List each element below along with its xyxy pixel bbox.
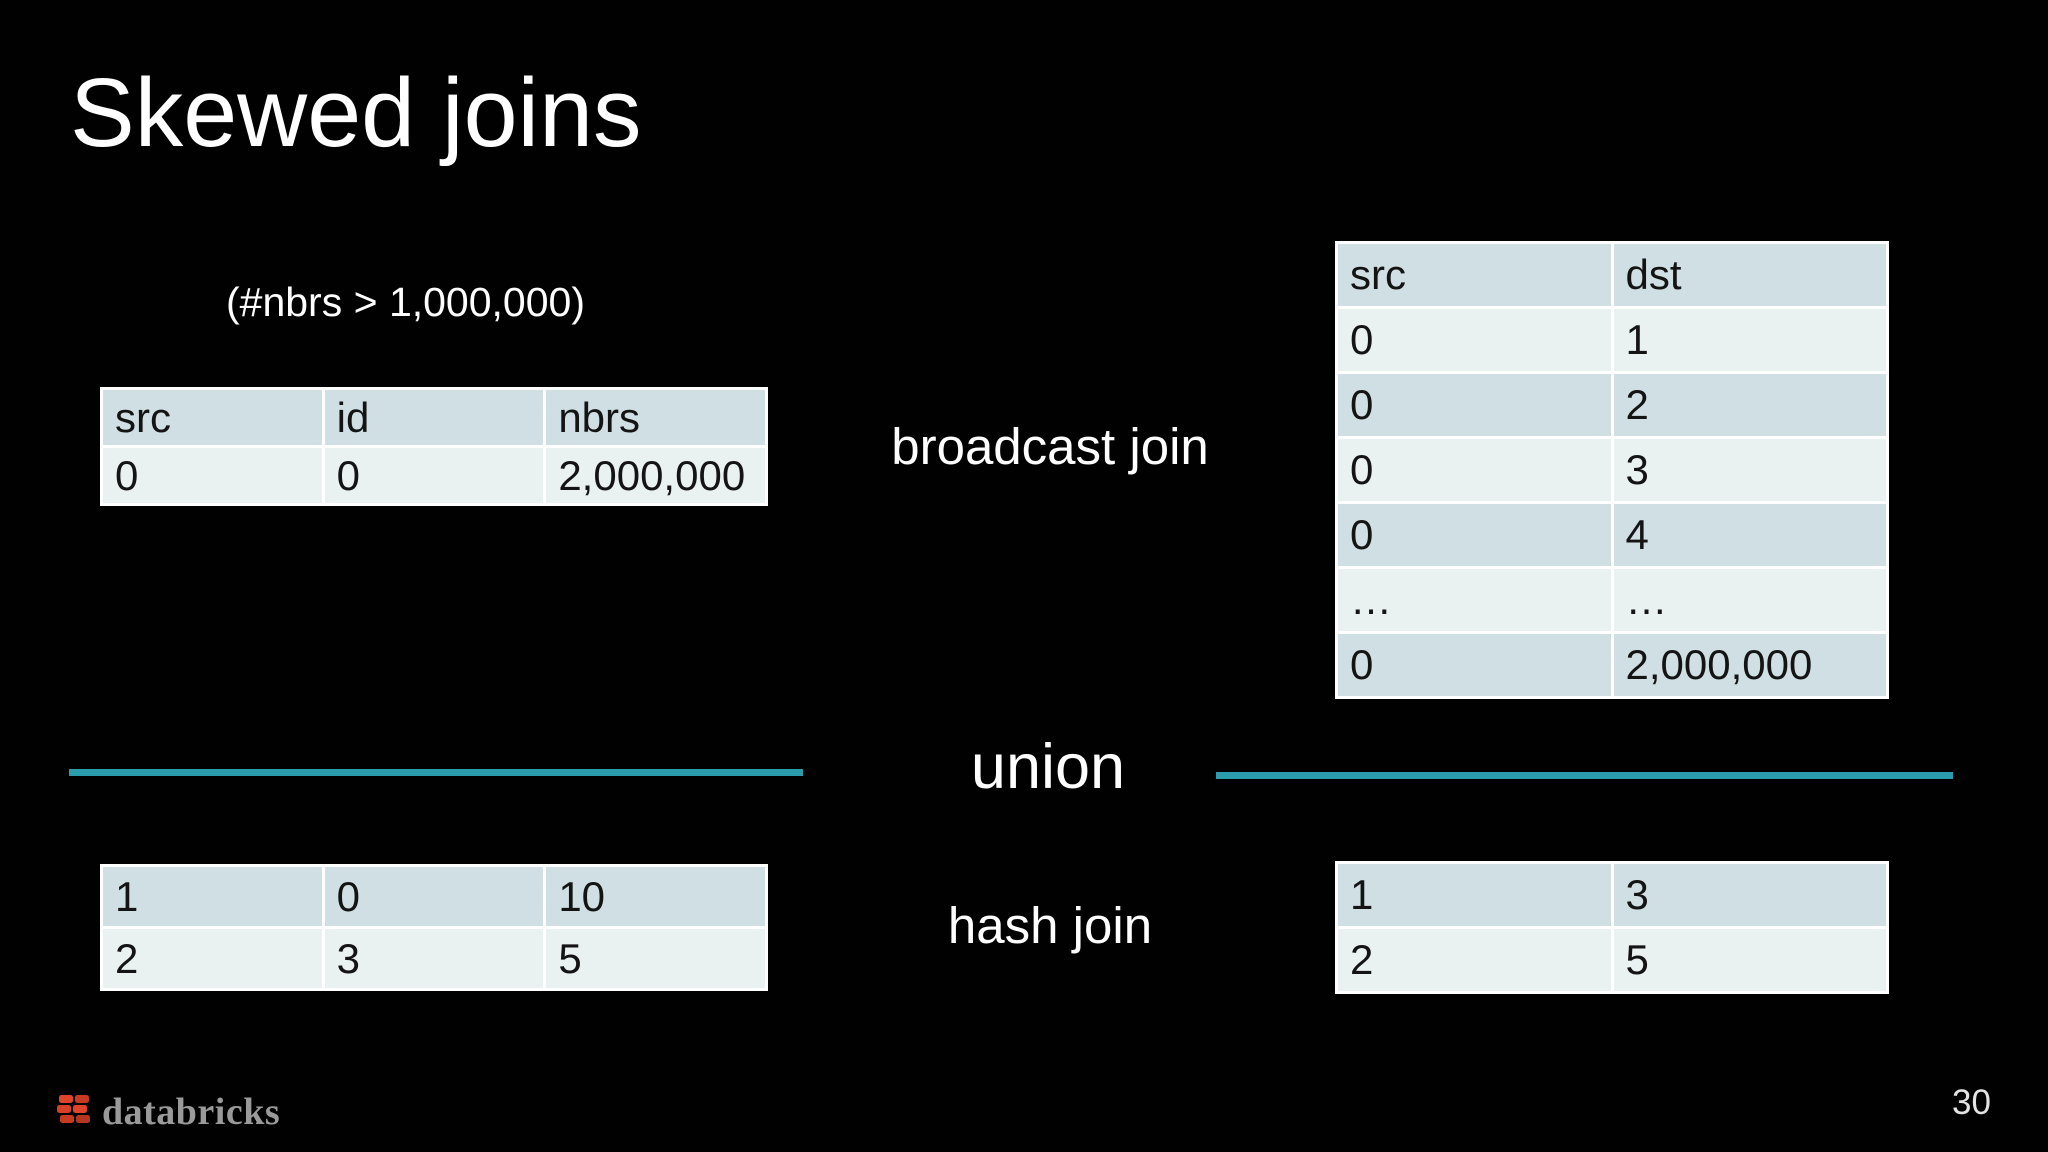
- databricks-logo-text: databricks: [102, 1091, 281, 1133]
- broadcast-join-label: broadcast join: [891, 418, 1209, 475]
- table-cell: 10: [546, 867, 765, 926]
- slide-page-number: 30: [1952, 1083, 1991, 1122]
- nbrs-threshold-annotation: (#nbrs > 1,000,000): [226, 279, 585, 325]
- table-cell: 0: [1338, 504, 1611, 566]
- table-remaining-src-id-nbrs: 1 0 10 2 3 5: [100, 864, 768, 991]
- table-cell: 2,000,000: [1613, 634, 1886, 696]
- table-src-id-nbrs: src id nbrs 0 0 2,000,000: [100, 387, 768, 506]
- databricks-logo: databricks: [56, 1090, 280, 1134]
- table-cell: 3: [1613, 439, 1886, 501]
- union-label: union: [970, 732, 1126, 802]
- page-title: Skewed joins: [70, 58, 642, 167]
- table-cell: 4: [1613, 504, 1886, 566]
- table-cell: 0: [103, 448, 322, 503]
- column-header: src: [103, 390, 322, 445]
- table-cell: 5: [546, 929, 765, 988]
- table-cell: 1: [1613, 309, 1886, 371]
- table-cell: 3: [324, 929, 544, 988]
- databricks-bricks-icon: [56, 1094, 92, 1131]
- table-cell: 3: [1613, 864, 1886, 926]
- table-cell: 0: [1338, 374, 1611, 436]
- column-header: id: [324, 390, 544, 445]
- column-header: dst: [1613, 244, 1886, 306]
- union-divider-line-right: [1216, 772, 1953, 779]
- table-cell: 0: [324, 448, 544, 503]
- table-cell: 1: [1338, 864, 1611, 926]
- union-divider-line-left: [69, 769, 803, 776]
- hash-join-label: hash join: [947, 897, 1153, 954]
- table-cell: 2,000,000: [546, 448, 765, 503]
- table-src-dst: src dst 0 1 0 2 0 3 0 4 … … 0 2,000,000: [1335, 241, 1889, 699]
- table-cell: 0: [324, 867, 544, 926]
- table-cell: 2: [1338, 929, 1611, 991]
- table-remaining-src-dst: 1 3 2 5: [1335, 861, 1889, 994]
- table-cell: 0: [1338, 309, 1611, 371]
- table-cell: 0: [1338, 634, 1611, 696]
- table-cell: …: [1613, 569, 1886, 631]
- table-cell: 5: [1613, 929, 1886, 991]
- table-cell: 2: [1613, 374, 1886, 436]
- table-cell: …: [1338, 569, 1611, 631]
- column-header: nbrs: [546, 390, 765, 445]
- column-header: src: [1338, 244, 1611, 306]
- table-cell: 0: [1338, 439, 1611, 501]
- table-cell: 2: [103, 929, 322, 988]
- table-cell: 1: [103, 867, 322, 926]
